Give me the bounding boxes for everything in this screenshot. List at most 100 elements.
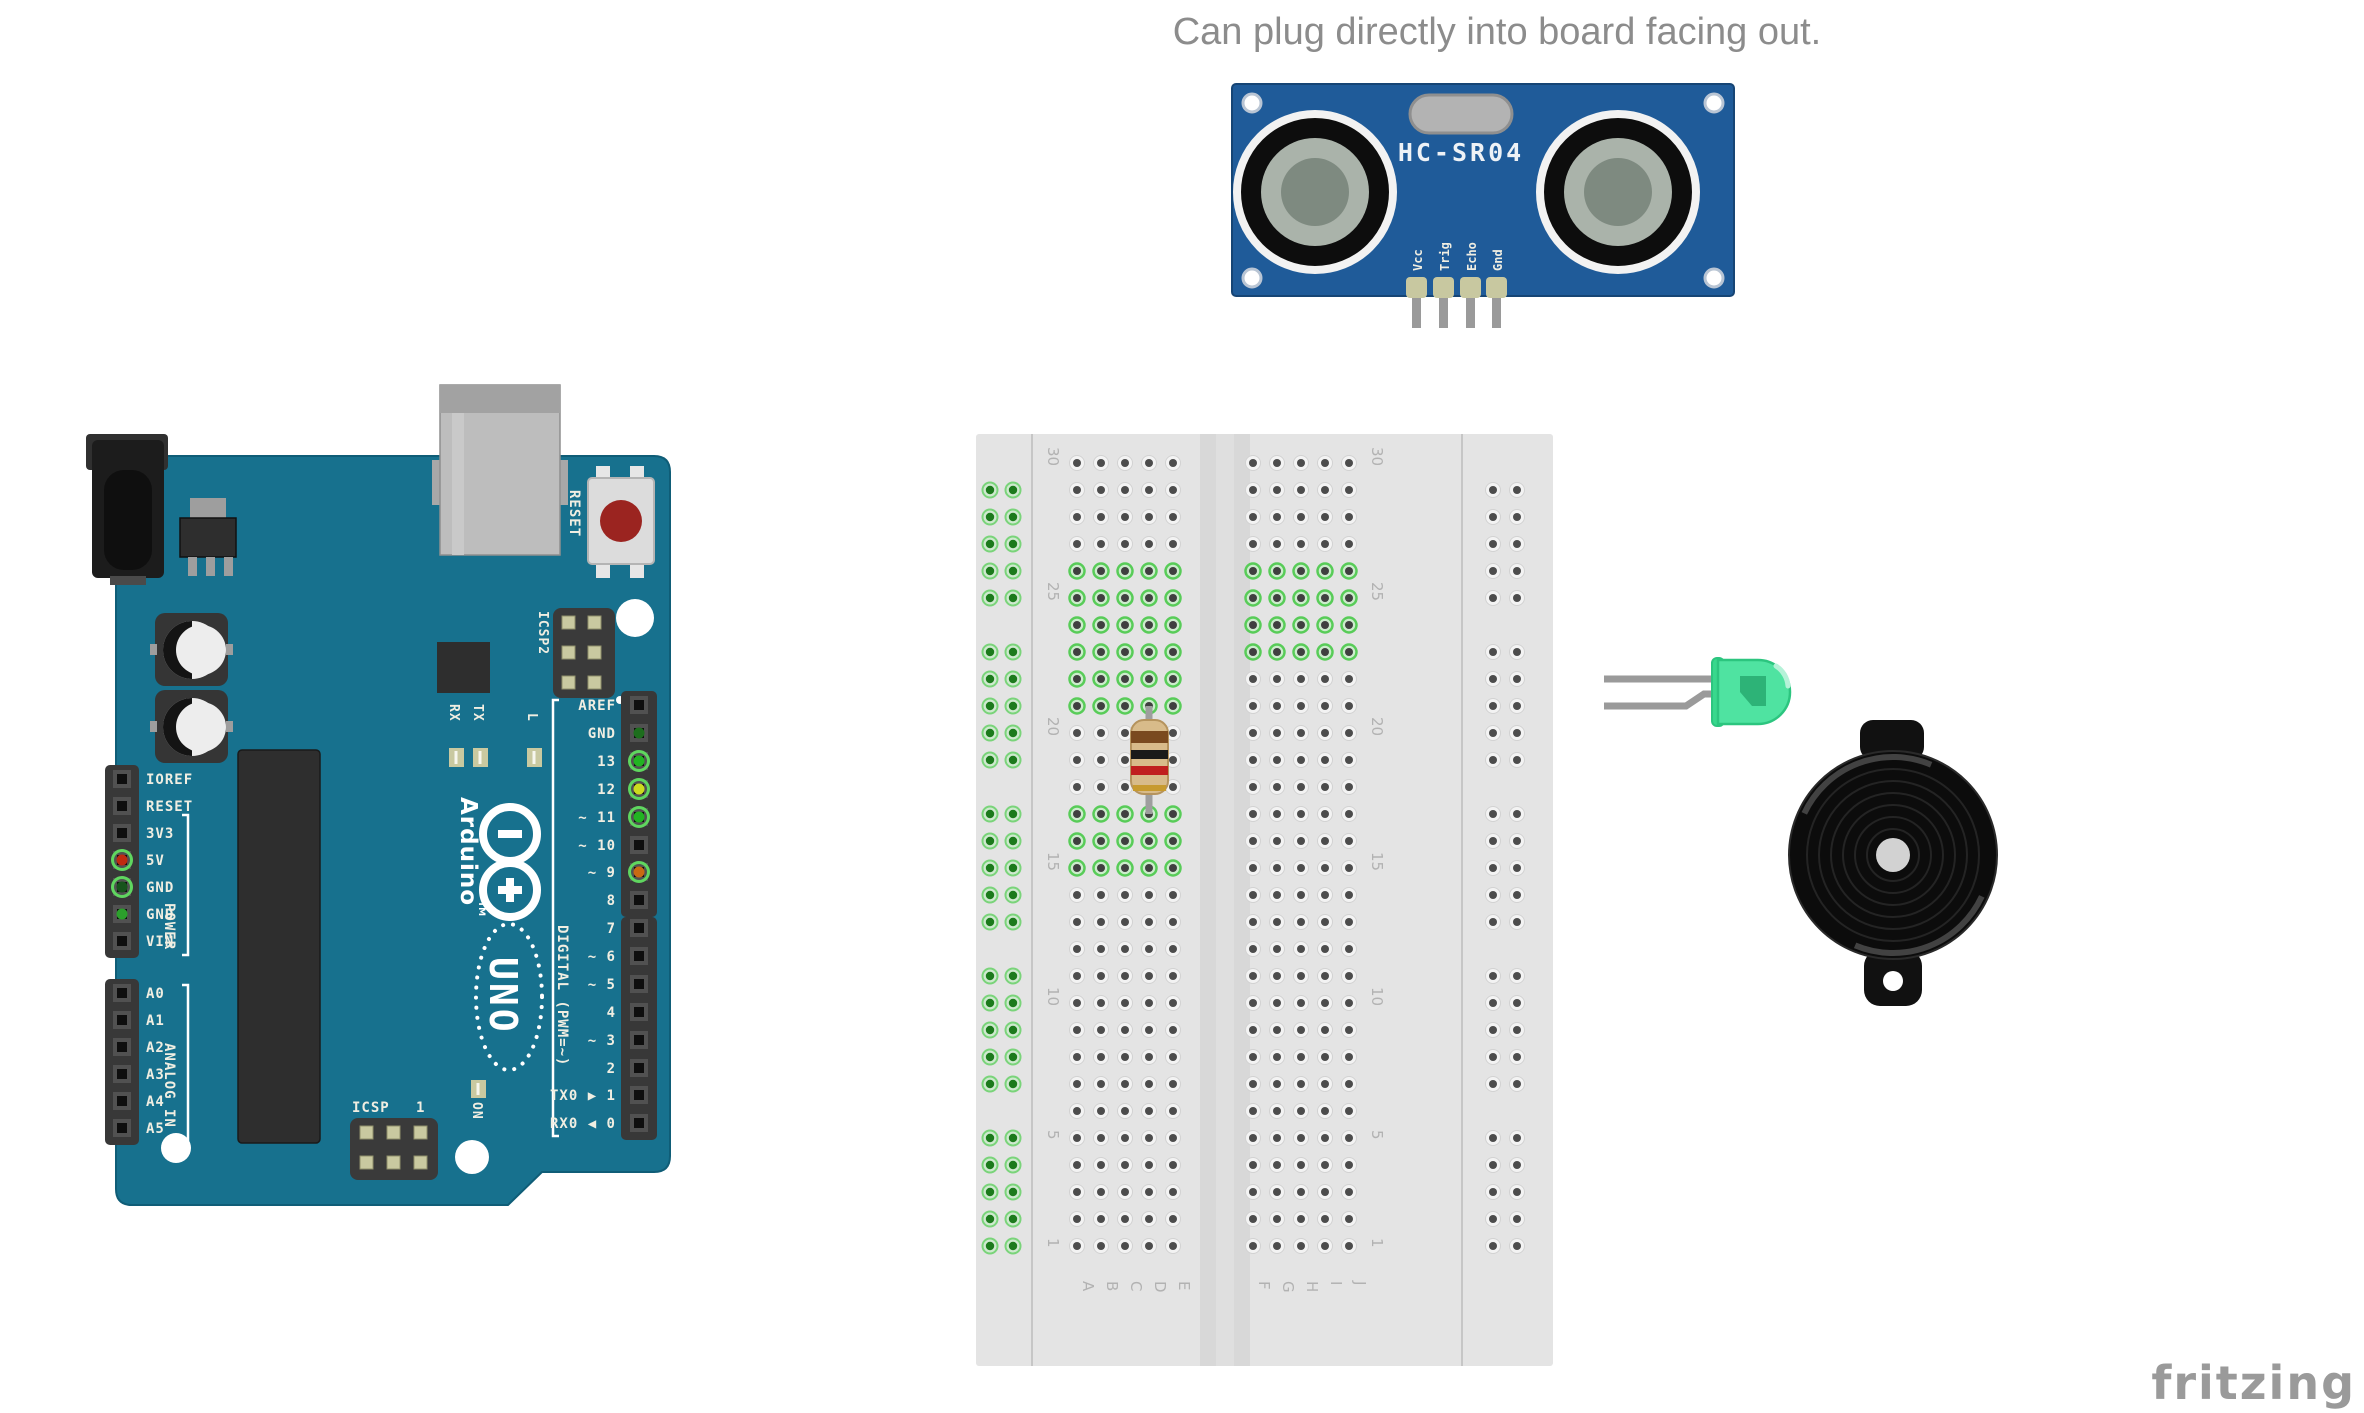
sensor-pin-vcc[interactable] xyxy=(1406,277,1427,298)
tx-label: TX xyxy=(470,704,485,722)
row-label: 15 xyxy=(1044,852,1062,871)
sensor-pin-label: Echo xyxy=(1465,242,1479,271)
l-led-label: L xyxy=(524,713,539,722)
breadboard-holes[interactable] xyxy=(981,455,1525,1255)
mounting-hole xyxy=(455,1140,489,1174)
pin-label: 5V xyxy=(146,853,165,869)
row-label: 20 xyxy=(1044,717,1062,736)
annotation-text: Can plug directly into board facing out. xyxy=(1173,11,1822,53)
breadboard-body xyxy=(976,434,1553,1366)
row-label: 30 xyxy=(1044,447,1062,466)
atmega-chip xyxy=(237,749,321,1144)
column-label: I xyxy=(1327,1281,1345,1285)
pin-label: ~ 6 xyxy=(588,949,616,965)
icsp-header xyxy=(350,1118,438,1180)
sensor-pin-gnd[interactable] xyxy=(1486,277,1507,298)
voltage-regulator xyxy=(179,498,237,576)
pin-label: ~ 3 xyxy=(588,1033,616,1049)
pin-label: IOREF xyxy=(146,772,193,788)
sensor-pin-trig[interactable] xyxy=(1433,277,1454,298)
piezo-buzzer[interactable] xyxy=(1763,720,2023,1006)
pin-label: A1 xyxy=(146,1013,165,1029)
pin-label: 13 xyxy=(597,754,616,770)
reset-button[interactable] xyxy=(587,466,655,578)
ultrasonic-transducer xyxy=(1536,110,1700,274)
reset-label: RESET xyxy=(566,490,582,537)
pin-label: A5 xyxy=(146,1121,165,1137)
icsp2-header xyxy=(553,608,624,704)
uno-oval xyxy=(474,922,544,1072)
pin-label: A2 xyxy=(146,1040,165,1056)
icsp-pin1-label: 1 xyxy=(416,1100,425,1116)
arduino-brand: Arduino xyxy=(455,797,481,906)
pin-label: GND xyxy=(146,907,174,923)
ultrasonic-transducer xyxy=(1233,110,1397,274)
digital-section-label: DIGITAL (PWM=~) xyxy=(554,925,570,1066)
power-pin-labels: IOREF RESET 3V3 5V GND GND VIN xyxy=(146,772,193,950)
column-label: C xyxy=(1127,1281,1145,1291)
uno-model: UNO xyxy=(481,957,525,1035)
column-label: B xyxy=(1103,1281,1121,1291)
row-label: 20 xyxy=(1368,717,1386,736)
arduino-uno-board[interactable]: RESET xyxy=(86,384,671,1206)
analog-section-label: ANALOG IN xyxy=(161,1043,177,1128)
rx-label: RX xyxy=(446,704,461,722)
arduino-pin-holes[interactable] xyxy=(111,696,650,1137)
pin-label: GND xyxy=(588,726,616,742)
row-label: 10 xyxy=(1368,987,1386,1006)
pin-label: 4 xyxy=(607,1005,616,1021)
band-red xyxy=(1131,766,1168,775)
sensor-pin-label: Vcc xyxy=(1411,249,1425,271)
mounting-hole xyxy=(161,1133,191,1163)
row-label: 15 xyxy=(1368,852,1386,871)
band-black xyxy=(1131,750,1168,759)
row-label: 10 xyxy=(1044,987,1062,1006)
band-brown xyxy=(1131,731,1168,743)
capacitor xyxy=(150,690,233,763)
on-label: ON xyxy=(469,1102,484,1120)
power-bracket xyxy=(182,813,190,957)
digital-pin-labels: AREF GND 13 12 ~ 11 ~ 10 ~ 9 8 7 ~ 6 ~ 5… xyxy=(550,698,616,1132)
row-label: 25 xyxy=(1368,582,1386,601)
digital-header-lower[interactable] xyxy=(621,917,657,1140)
column-label: H xyxy=(1303,1281,1321,1292)
digital-header-upper[interactable] xyxy=(621,691,657,917)
sensor-title: HC-SR04 xyxy=(1398,138,1524,167)
mounting-hole xyxy=(616,599,654,637)
pin-label: 12 xyxy=(597,782,616,798)
column-label: J xyxy=(1351,1280,1369,1285)
row-label: 25 xyxy=(1044,582,1062,601)
row-label: 1 xyxy=(1044,1238,1062,1248)
pin-label: RESET xyxy=(146,799,193,815)
column-label: E xyxy=(1175,1281,1193,1290)
sensor-pin-echo[interactable] xyxy=(1460,277,1481,298)
fritzing-watermark: fritzing xyxy=(2151,1356,2356,1410)
pin-label: 2 xyxy=(607,1061,616,1077)
led-leg xyxy=(1604,690,1718,710)
row-label: 1 xyxy=(1368,1238,1386,1248)
hc-sr04-sensor[interactable]: HC-SR04 Vcc Trig Echo Gnd xyxy=(1231,83,1735,328)
pin-label: A4 xyxy=(146,1094,165,1110)
icsp2-label: ICSP2 xyxy=(535,611,550,655)
power-jack xyxy=(86,434,168,585)
green-led[interactable] xyxy=(1604,657,1792,727)
pin-label: 7 xyxy=(607,921,616,937)
sensor-pin-label: Gnd xyxy=(1491,249,1505,271)
pin-label: GND xyxy=(146,880,174,896)
usb-interface-chip xyxy=(437,642,490,693)
usb-connector xyxy=(432,384,568,556)
analog-bracket xyxy=(182,983,190,1142)
pin-label: AREF xyxy=(578,698,616,714)
pin-label: ~ 11 xyxy=(578,810,616,826)
column-label: A xyxy=(1079,1281,1097,1292)
row-label: 5 xyxy=(1044,1130,1062,1140)
resistor[interactable] xyxy=(1130,706,1169,814)
pin-label: TX0 ▶ 1 xyxy=(550,1088,616,1104)
pin-label: ~ 10 xyxy=(578,838,616,854)
pin-label: 8 xyxy=(607,893,616,909)
row-label: 5 xyxy=(1368,1130,1386,1140)
pin-label: RX0 ◀ 0 xyxy=(550,1116,616,1132)
capacitor xyxy=(150,613,233,686)
